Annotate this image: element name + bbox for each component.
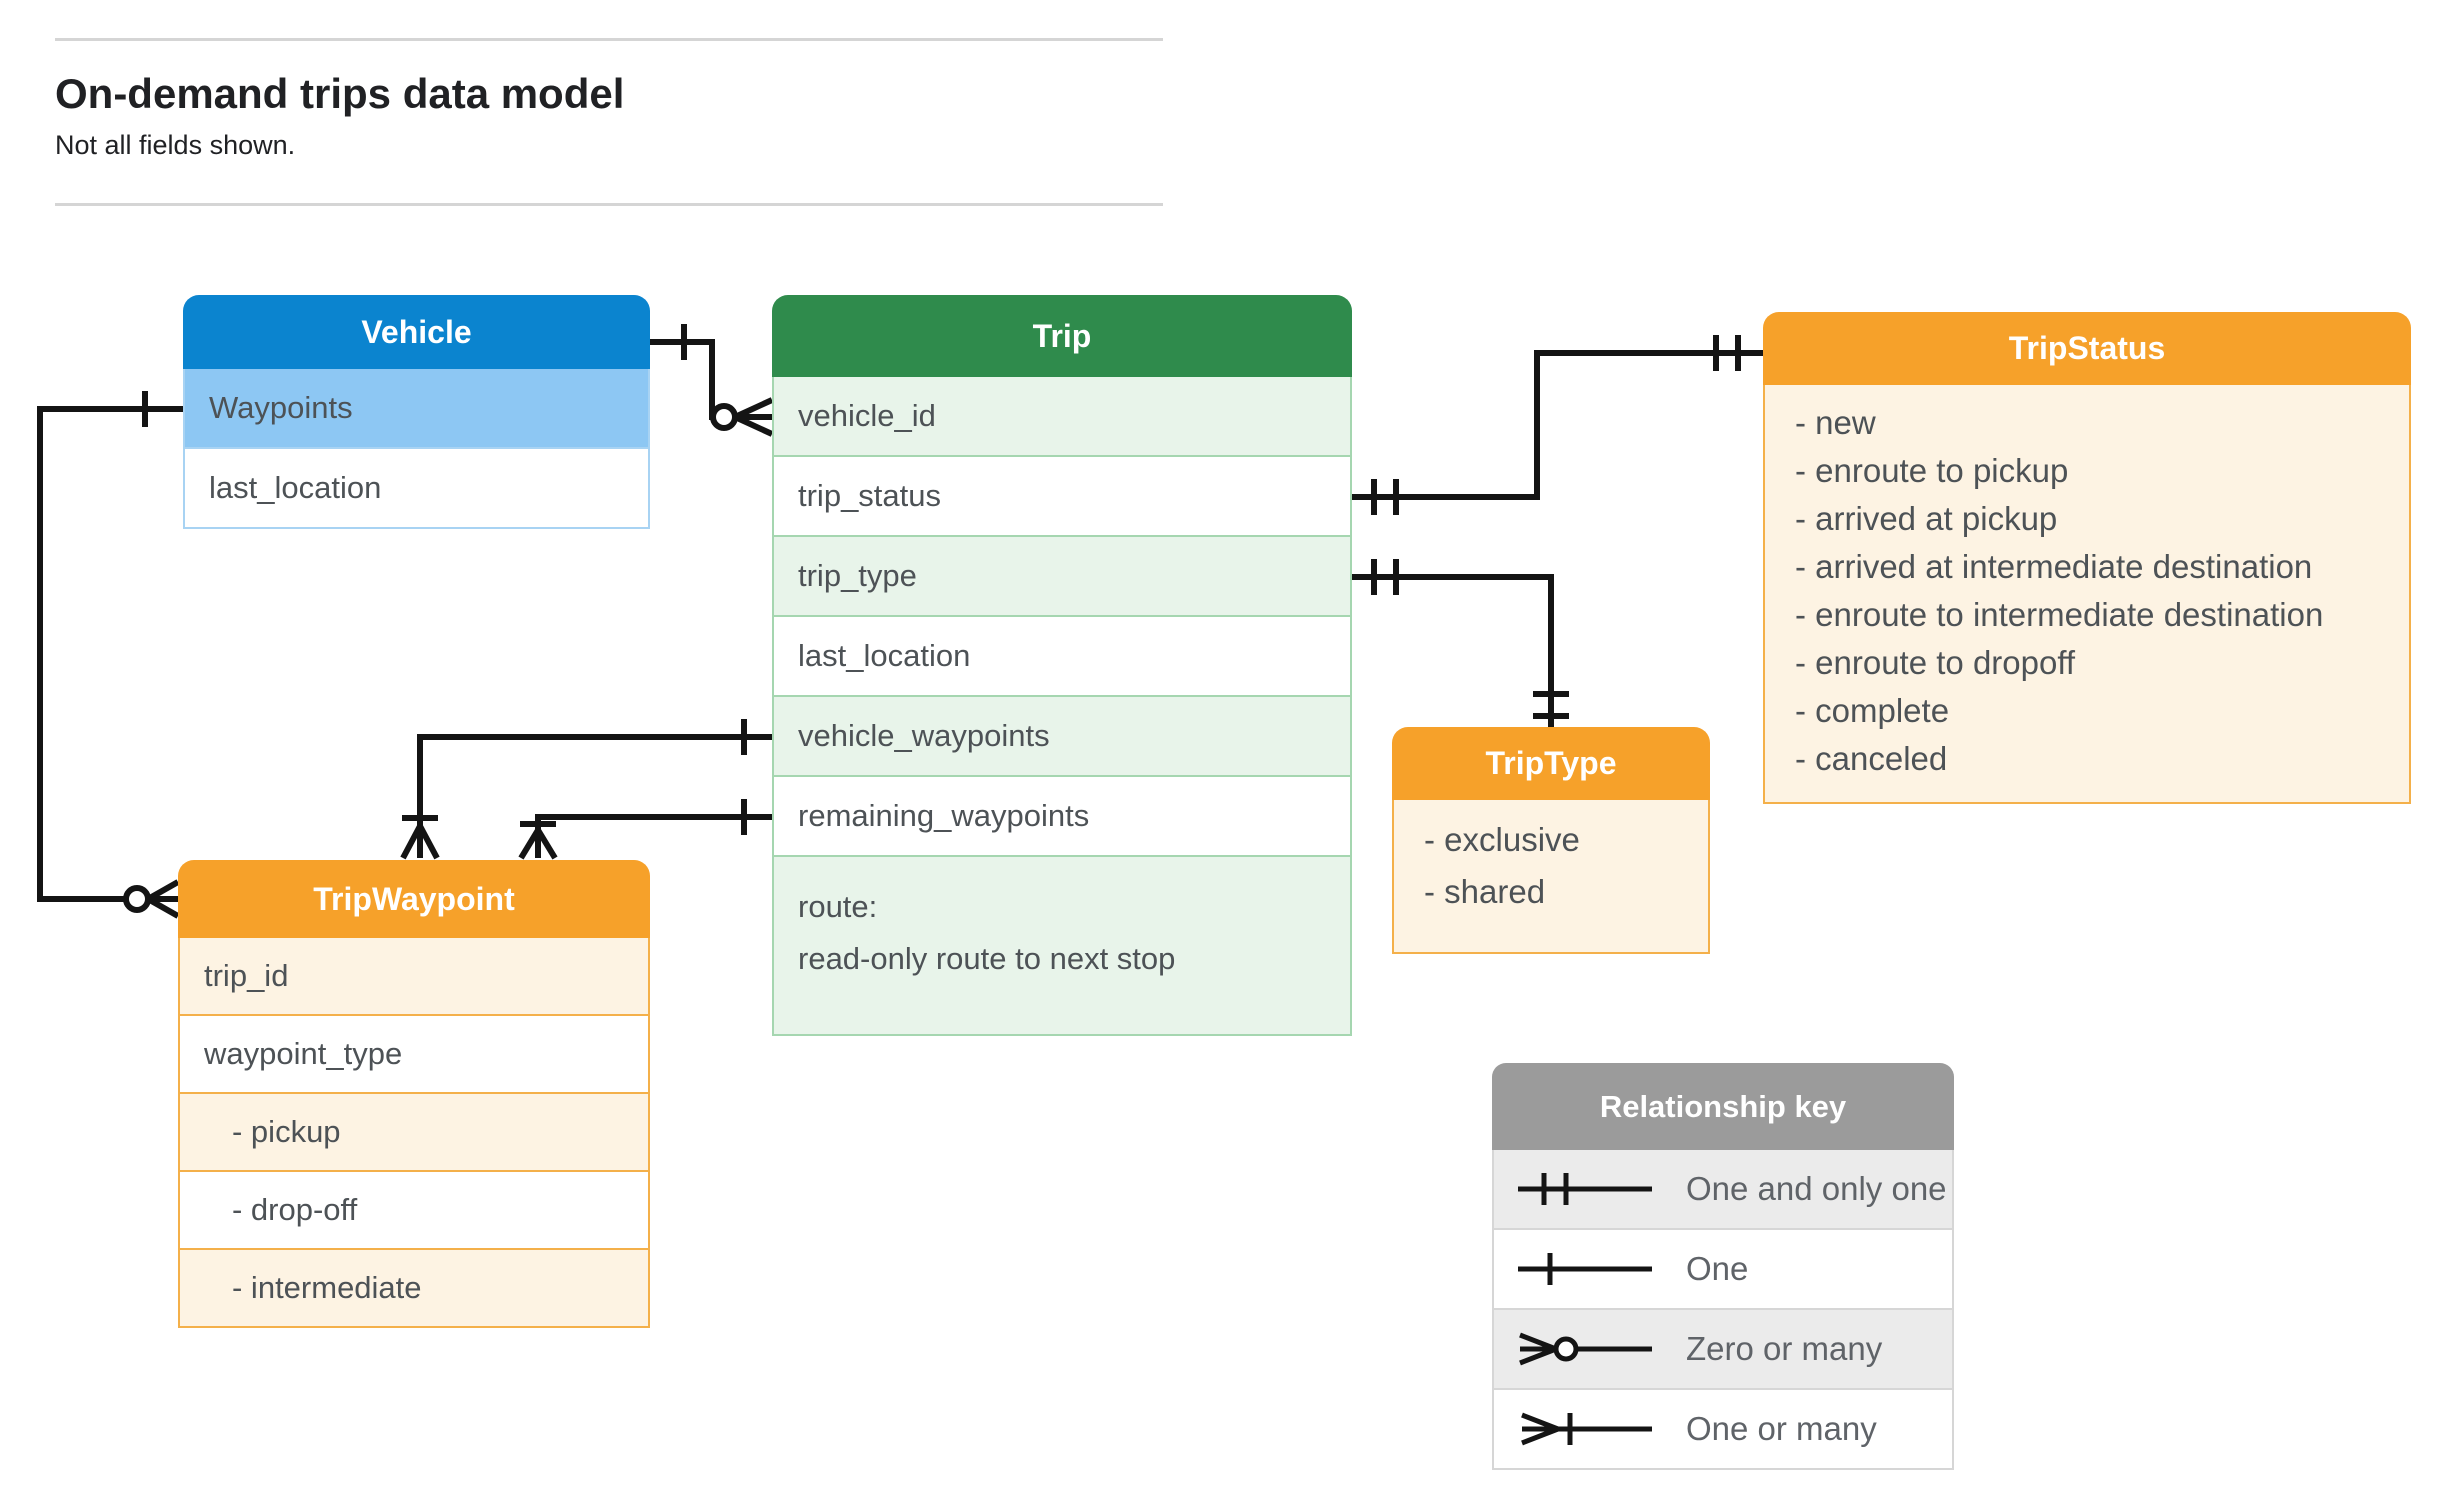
entity-trip-title: Trip (772, 295, 1352, 377)
divider-bottom (55, 203, 1163, 206)
relationship-key-title: Relationship key (1492, 1063, 1954, 1150)
enum-value: - enroute to intermediate destination (1795, 596, 2324, 633)
legend-row: One and only one (1494, 1150, 1952, 1228)
entity-triptype-title: TripType (1392, 727, 1710, 800)
legend-row: One or many (1494, 1388, 1952, 1468)
field-row-trip-status: trip_status (774, 455, 1350, 535)
one-symbol-icon (1518, 1253, 1652, 1285)
enum-value: - arrived at pickup (1795, 500, 2058, 537)
enum-value: - enroute to pickup (1795, 452, 2069, 489)
one-and-only-one-ticks (1371, 559, 1399, 595)
legend-row: Zero or many (1494, 1308, 1952, 1388)
divider-top (55, 38, 1163, 41)
enum-value: - canceled (1795, 740, 1948, 777)
field-row-waypoints: Waypoints (185, 369, 648, 447)
enum-row-pickup: - pickup (180, 1092, 648, 1170)
field-row-vehicle-waypoints: vehicle_waypoints (774, 695, 1350, 775)
field-row-waypoint-type: waypoint_type (180, 1014, 648, 1092)
connector-vehicle-tripwaypoint (37, 391, 183, 919)
zero-or-many-crowfoot (733, 397, 774, 437)
field-row-last-location: last_location (185, 447, 648, 527)
entity-tripwaypoint: TripWaypoint trip_id waypoint_type - pic… (178, 860, 650, 1328)
field-row-last-location: last_location (774, 615, 1350, 695)
entity-vehicle-title: Vehicle (183, 295, 650, 369)
one-and-only-one-ticks (1371, 479, 1399, 515)
field-row-trip-type: trip_type (774, 535, 1350, 615)
enum-value: - new (1795, 404, 1876, 441)
one-and-only-one-ticks (1533, 691, 1569, 719)
relationship-key: Relationship key One and only one One (1492, 1063, 1954, 1470)
field-row-trip-id: trip_id (180, 938, 648, 1014)
connector-trip-remaining-waypoints (518, 799, 772, 860)
enum-row-intermediate: - intermediate (180, 1248, 648, 1326)
entity-triptype: TripType - exclusive - shared (1392, 727, 1710, 954)
route-label: route: (798, 889, 878, 924)
field-row-vehicle-id: vehicle_id (774, 377, 1350, 455)
entity-tripstatus: TripStatus - new - enroute to pickup - a… (1763, 312, 2411, 804)
enum-value: - enroute to dropoff (1795, 644, 2076, 681)
enum-row-drop-off: - drop-off (180, 1170, 648, 1248)
entity-vehicle: Vehicle Waypoints last_location (183, 295, 650, 529)
entity-tripwaypoint-title: TripWaypoint (178, 860, 650, 938)
page-title: On-demand trips data model (55, 70, 625, 117)
connector-trip-tripstatus (1352, 335, 1763, 515)
page-subtitle: Not all fields shown. (55, 130, 296, 160)
enum-value: - complete (1795, 692, 1950, 729)
one-or-many-crowfoot (400, 824, 440, 860)
enum-value: - arrived at intermediate destination (1795, 548, 2313, 585)
zero-or-many-crowfoot (146, 879, 180, 919)
field-row-remaining-waypoints: remaining_waypoints (774, 775, 1350, 855)
route-description: read-only route to next stop (798, 941, 1176, 976)
legend-label: One (1686, 1250, 1749, 1287)
one-and-only-one-ticks (1713, 335, 1741, 371)
enum-value: - exclusive (1424, 821, 1580, 858)
legend-row: One (1494, 1228, 1952, 1308)
legend-label: Zero or many (1686, 1330, 1883, 1367)
zero-or-many-symbol-icon (1519, 1332, 1652, 1366)
one-and-only-one-symbol-icon (1518, 1173, 1652, 1205)
enum-value: - shared (1424, 873, 1546, 910)
one-or-many-symbol-icon (1521, 1412, 1652, 1446)
zero-or-many-circle (123, 885, 151, 913)
field-row-route: route: read-only route to next stop (774, 855, 1350, 1034)
legend-label: One or many (1686, 1410, 1877, 1447)
one-or-many-crowfoot (518, 828, 558, 860)
entity-trip: Trip vehicle_id trip_status trip_type la… (772, 295, 1352, 1036)
zero-or-many-circle (710, 403, 738, 431)
connector-trip-triptype (1352, 559, 1569, 727)
entity-tripstatus-title: TripStatus (1763, 312, 2411, 385)
legend-label: One and only one (1686, 1170, 1947, 1207)
connector-vehicle-trip (650, 324, 774, 437)
connector-trip-vehicle-waypoints (400, 719, 772, 860)
